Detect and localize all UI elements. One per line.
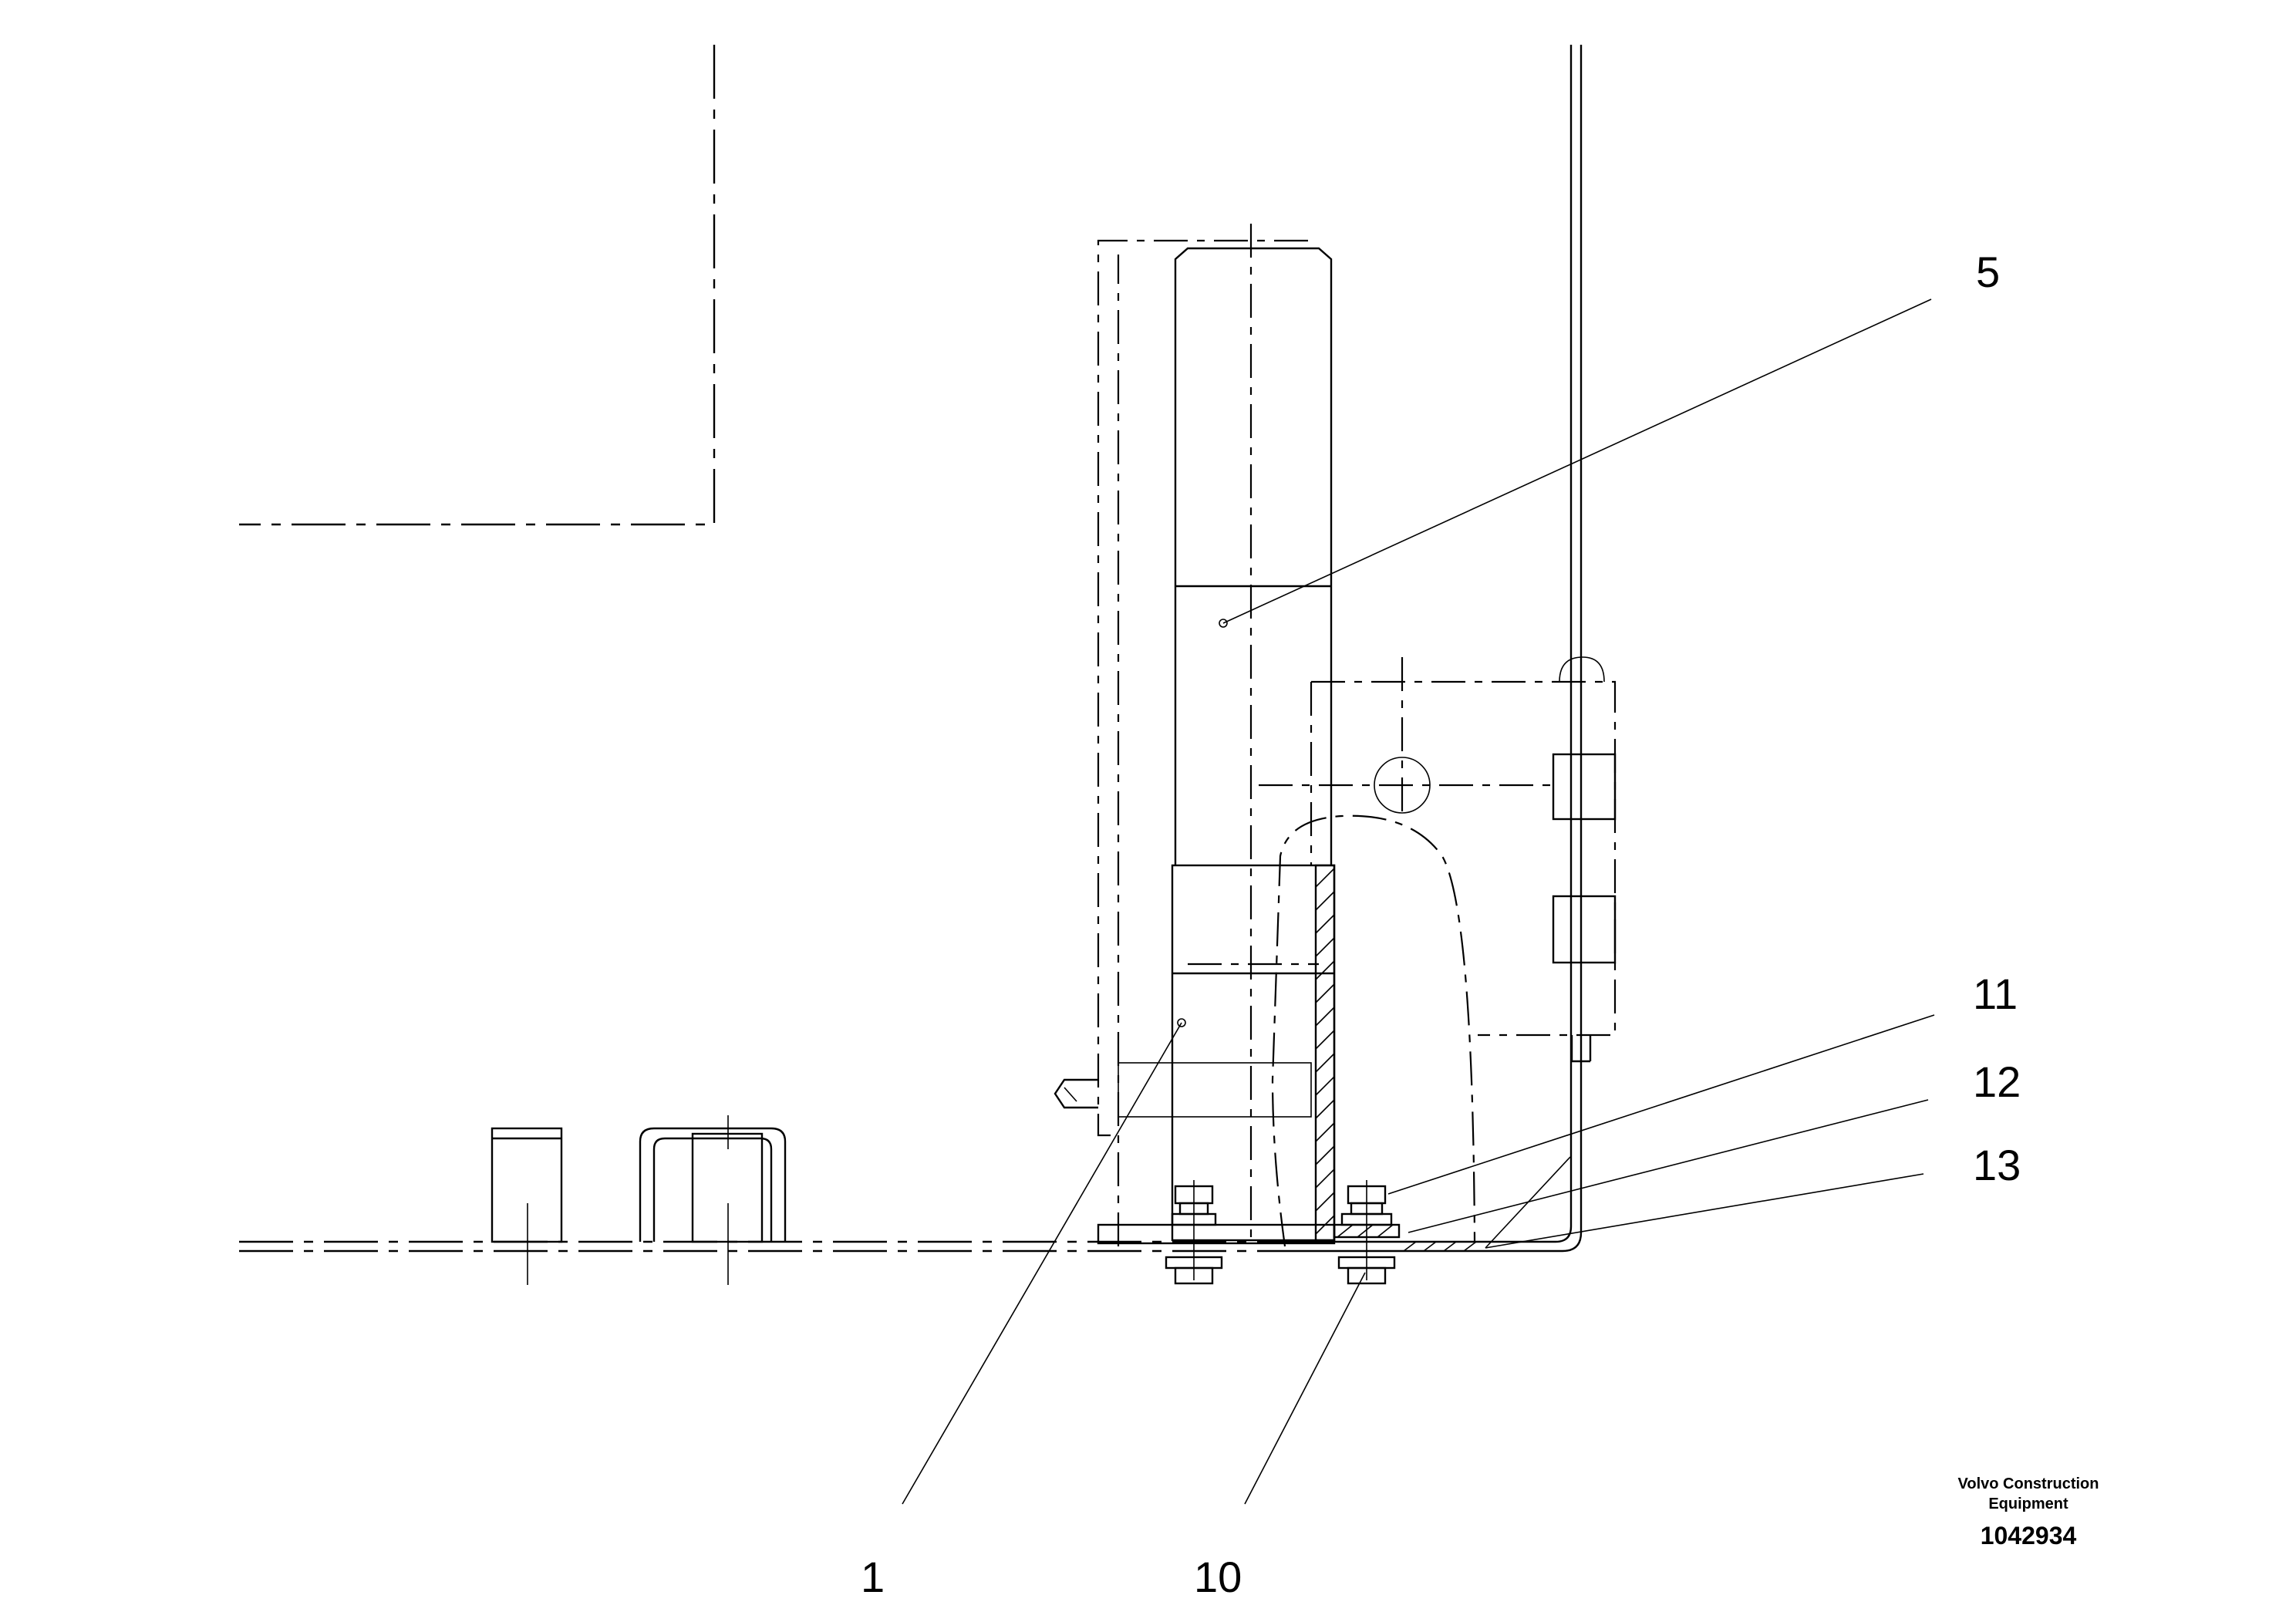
leader-10 [1244,1272,1366,1505]
leader-5 [1222,298,1932,624]
callout-13: 13 [1973,1141,2021,1189]
leader-12 [1408,1099,1929,1233]
callout-5: 5 [1976,248,2000,296]
callout-1: 1 [861,1553,885,1601]
left-brackets [491,1115,787,1285]
callout-10: 10 [1194,1553,1242,1601]
bolt-left [1165,1180,1223,1285]
leader-1 [902,1022,1182,1505]
callout-12: 12 [1973,1057,2021,1106]
bolt-right [1333,1180,1477,1285]
frame-outline [239,45,1583,1253]
post-assembly [1054,224,1476,1247]
hinge-assembly [1259,656,1617,1063]
title-block: Volvo Construction Equipment 1042934 [1958,1475,2099,1549]
leader-11 [1387,1014,1935,1195]
document-number: 1042934 [1981,1522,2077,1549]
callouts: 5 11 12 13 1 10 [861,248,2021,1601]
leader-lines [902,298,1935,1505]
brand-line-2: Equipment [1988,1496,2068,1512]
leader-13 [1485,1173,1924,1249]
brand-line-1: Volvo Construction [1958,1475,2099,1492]
callout-11: 11 [1973,969,2018,1018]
